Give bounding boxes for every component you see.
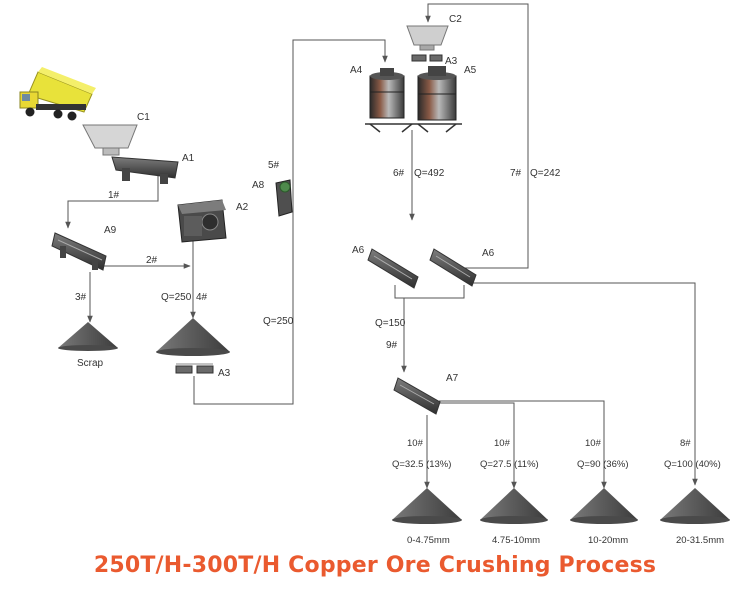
- pile-scrap: [58, 322, 118, 351]
- label-a4: A4: [350, 65, 363, 76]
- cone-crusher-a4: [369, 68, 405, 119]
- label-a6-left: A6: [352, 245, 365, 256]
- label-a2: A2: [236, 202, 249, 213]
- cone-crusher-a5: [417, 66, 457, 121]
- product-size-0: 0-4.75mm: [407, 535, 450, 546]
- flow-line-10b: [435, 402, 517, 489]
- flow-line-1: [65, 172, 159, 229]
- label-c1: C1: [137, 112, 150, 123]
- product-q-0: Q=32.5 (13%): [392, 459, 451, 470]
- flow-line-10c: [439, 400, 607, 489]
- stream-label-5-q: Q=250: [263, 316, 294, 327]
- stream-label-9-q: Q=150: [375, 318, 406, 329]
- label-a1: A1: [182, 153, 195, 164]
- product-stream-1: 10#: [494, 438, 511, 449]
- pile-product-4.75-10: [480, 488, 548, 524]
- stream-label-7-q: Q=242: [530, 168, 561, 179]
- label-scrap: Scrap: [77, 358, 104, 369]
- diagram-title: 250T/H-300T/H Copper Ore Crushing Proces…: [93, 553, 657, 578]
- pile-product-20-31.5: [660, 488, 730, 524]
- label-a5: A5: [464, 65, 477, 76]
- label-a3-bottom: A3: [218, 368, 231, 379]
- product-stream-3: 8#: [680, 438, 691, 449]
- vibrating-screen-a6-left: [367, 248, 419, 289]
- flow-line-8: [470, 282, 698, 486]
- label-a8: A8: [252, 180, 265, 191]
- stream-label-6: 6#: [393, 168, 405, 179]
- dump-truck-icon: [19, 67, 96, 121]
- product-q-3: Q=100 (40%): [664, 459, 721, 470]
- pile-intermediate: [156, 318, 230, 356]
- label-c2: C2: [449, 14, 462, 25]
- product-q-2: Q=90 (36%): [577, 459, 629, 470]
- vibrating-screen-a7: [393, 377, 441, 415]
- pile-product-10-20: [570, 488, 638, 524]
- label-a9: A9: [104, 225, 117, 236]
- vibrating-screen-a6-right: [429, 248, 477, 287]
- jaw-crusher-a2: [177, 199, 227, 243]
- vibrating-screen-a9: [51, 232, 107, 271]
- label-a3-top: A3: [445, 56, 458, 67]
- product-size-2: 10-20mm: [588, 535, 628, 546]
- stream-label-6-q: Q=492: [414, 168, 445, 179]
- stream-label-1: 1#: [108, 190, 120, 201]
- stream-label-2: 2#: [146, 255, 158, 266]
- feeder-a3-top: [411, 54, 443, 62]
- hopper-c2: [406, 25, 449, 51]
- magnetic-separator-a8: [275, 179, 293, 217]
- flow-line-9: [394, 285, 465, 372]
- product-stream-2: 10#: [585, 438, 602, 449]
- flow-lines: [65, 3, 698, 489]
- product-size-1: 4.75-10mm: [492, 535, 540, 546]
- product-stream-0: 10#: [407, 438, 424, 449]
- flow-line-5: [193, 39, 388, 405]
- stream-label-9: 9#: [386, 340, 398, 351]
- product-size-3: 20-31.5mm: [676, 535, 724, 546]
- stream-label-5: 5#: [268, 160, 280, 171]
- stream-label-7: 7#: [510, 168, 522, 179]
- label-a7: A7: [446, 373, 459, 384]
- product-q-1: Q=27.5 (11%): [480, 459, 539, 470]
- pile-product-0-4.75: [392, 488, 462, 524]
- label-a6-right: A6: [482, 248, 495, 259]
- flow-line-7: [425, 3, 529, 269]
- hopper-c1: [82, 124, 138, 156]
- stream-label-4-q: Q=250: [161, 292, 192, 303]
- stream-label-4: 4#: [196, 292, 208, 303]
- feeder-a3-bottom: [175, 363, 214, 374]
- vibrating-feeder-a1: [111, 156, 179, 184]
- stream-label-3: 3#: [75, 292, 87, 303]
- crusher-base-frame: [365, 123, 462, 133]
